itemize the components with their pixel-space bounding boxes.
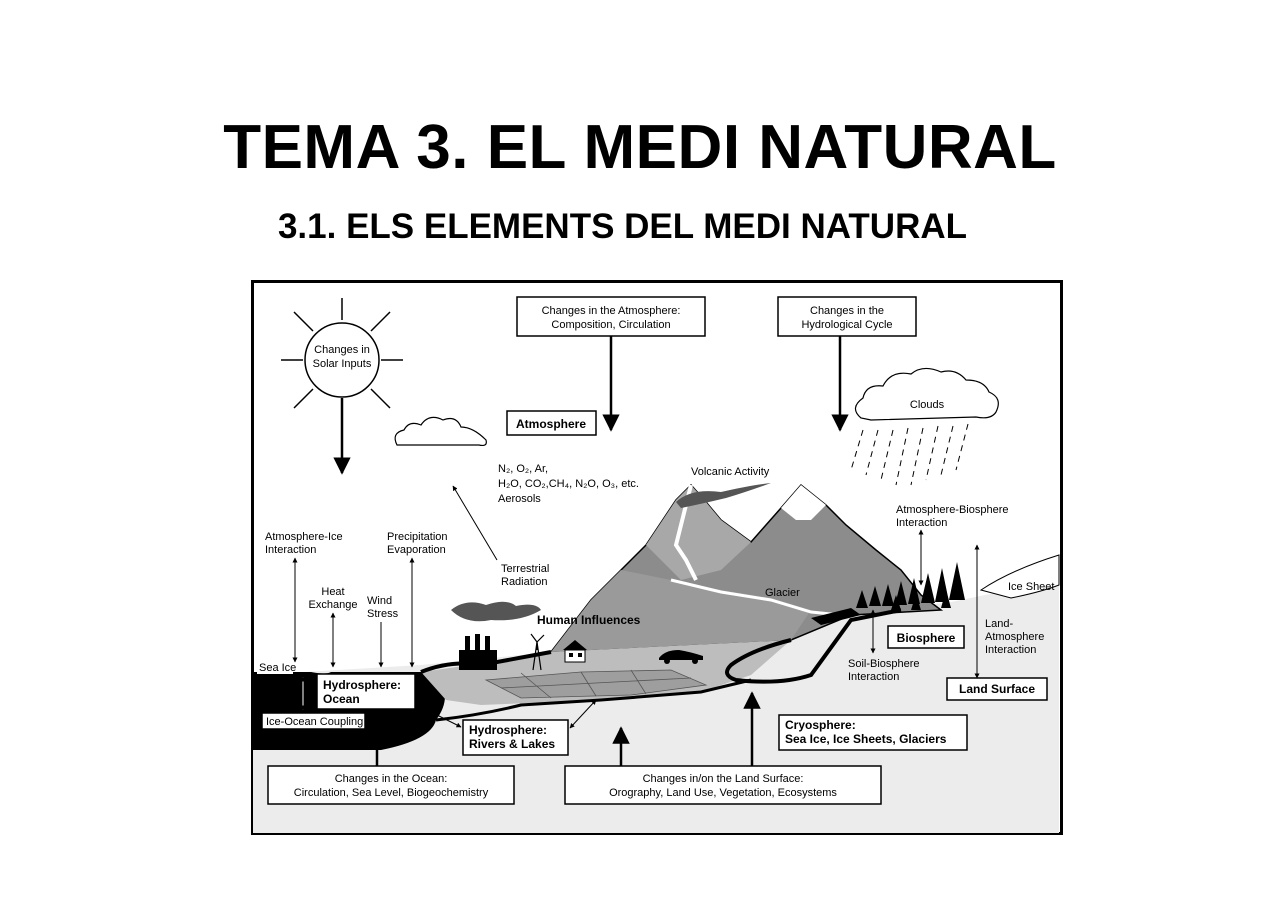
glacier-flow — [670, 578, 852, 618]
ocean-changes-label-2: Circulation, Sea Level, Biogeochemistry — [294, 787, 489, 799]
volcano-peak — [646, 485, 751, 580]
land-atm-label-1: Land- — [985, 618, 1013, 630]
rain-cloud — [854, 367, 999, 421]
hydro-rivers-label-1: Hydrosphere: — [469, 723, 547, 737]
heat-label-2: Exchange — [309, 599, 358, 611]
snow-cap — [781, 485, 826, 520]
atm-bio-label-1: Atmosphere-Biosphere — [896, 504, 1009, 516]
ice-sheet-shape — [979, 554, 1060, 599]
climate-system-diagram: Changes in Solar Inputs Changes in the A… — [251, 280, 1063, 841]
hydro-ocean-label-2: Ocean — [323, 692, 360, 706]
volcano-smoke — [676, 483, 771, 508]
soil-bio-label-2: Interaction — [848, 671, 899, 683]
field-lines — [500, 669, 692, 699]
terrestrial-label-2: Radiation — [501, 576, 547, 588]
cryosphere-box — [778, 714, 968, 751]
diagram-svg: Changes in Solar Inputs Changes in the A… — [251, 280, 1063, 835]
windmill-icon — [530, 633, 545, 671]
gases-label-2: H₂O, CO₂,CH₄, N₂O, O₃, etc. — [498, 478, 639, 490]
soil-bio-label-1: Soil-Biosphere — [848, 658, 920, 670]
hydro-rivers-label-2: Rivers & Lakes — [469, 737, 555, 751]
house-icon — [563, 640, 587, 663]
land-atm-label-2: Atmosphere — [985, 631, 1044, 643]
volcanic-label: Volcanic Activity — [691, 466, 770, 478]
hydro-rivers-box — [462, 719, 569, 756]
clouds-label: Clouds — [910, 399, 945, 411]
atm-ice-label-2: Interaction — [265, 544, 316, 556]
ice-ocean-label: Ice-Ocean Coupling — [266, 716, 363, 728]
solar-label-2: Solar Inputs — [313, 358, 372, 370]
hydro-ocean-box — [316, 673, 416, 710]
atm-changes-label-2: Composition, Circulation — [551, 319, 670, 331]
atm-ice-label-1: Atmosphere-Ice — [265, 531, 343, 543]
land-changes-label-1: Changes in/on the Land Surface: — [643, 773, 804, 785]
car-icon — [659, 650, 703, 664]
land-changes-box — [564, 765, 882, 805]
sea-ice-bg — [257, 660, 293, 674]
wind-label-1: Wind — [367, 595, 392, 607]
hydro-changes-box — [777, 296, 917, 337]
ocean-changes-label-1: Changes in the Ocean: — [335, 773, 448, 785]
precip-label-2: Evaporation — [387, 544, 446, 556]
terrestrial-arrow — [452, 485, 498, 561]
hydro-changes-label-2: Hydrological Cycle — [801, 319, 892, 331]
factory-icon — [451, 601, 541, 670]
hydro-ocean-label-1: Hydrosphere: — [323, 678, 401, 692]
ice-sheet-label: Ice Sheet — [1008, 581, 1054, 593]
small-cloud — [394, 416, 487, 447]
biosphere-box — [887, 625, 965, 649]
gases-label-1: N₂, O₂, Ar, — [498, 463, 548, 475]
ice-ocean-box — [261, 712, 366, 730]
rain — [850, 423, 969, 486]
terrestrial-label-1: Terrestrial — [501, 563, 549, 575]
gases-label-3: Aerosols — [498, 493, 541, 505]
atmosphere-label: Atmosphere — [516, 417, 586, 431]
sea-ice-label: Sea Ice — [259, 662, 296, 674]
land-changes-label-2: Orography, Land Use, Vegetation, Ecosyst… — [609, 787, 837, 799]
page-subtitle: 3.1. ELS ELEMENTS DEL MEDI NATURAL — [277, 207, 968, 246]
glacier-label: Glacier — [765, 587, 800, 599]
lake-shape — [811, 608, 861, 625]
cryosphere-label-2: Sea Ice, Ice Sheets, Glaciers — [785, 732, 947, 746]
land-atm-label-3: Interaction — [985, 644, 1036, 656]
atmosphere-box — [506, 410, 597, 436]
sun-icon — [281, 298, 403, 422]
ocean-changes-box — [267, 765, 515, 805]
land-surface-box — [946, 677, 1048, 701]
rivers-land-arrow — [569, 699, 597, 729]
forest — [856, 562, 965, 610]
heat-label-1: Heat — [321, 586, 344, 598]
hydro-changes-label-1: Changes in the — [810, 305, 884, 317]
precip-label-1: Precipitation — [387, 531, 448, 543]
wind-label-2: Stress — [367, 608, 399, 620]
ocean-rivers-arrow — [426, 709, 462, 728]
lower-slopes — [551, 570, 811, 652]
atm-changes-label-1: Changes in the Atmosphere: — [542, 305, 681, 317]
land-surface-label: Land Surface — [959, 682, 1035, 696]
page-title: TEMA 3. EL MEDI NATURAL — [223, 113, 1057, 182]
biosphere-label: Biosphere — [897, 631, 956, 645]
human-influences-label: Human Influences — [537, 613, 641, 627]
atm-bio-label-2: Interaction — [896, 517, 947, 529]
cryosphere-label-1: Cryosphere: — [785, 718, 856, 732]
lava-flow — [673, 484, 698, 581]
solar-label-1: Changes in — [314, 344, 370, 356]
